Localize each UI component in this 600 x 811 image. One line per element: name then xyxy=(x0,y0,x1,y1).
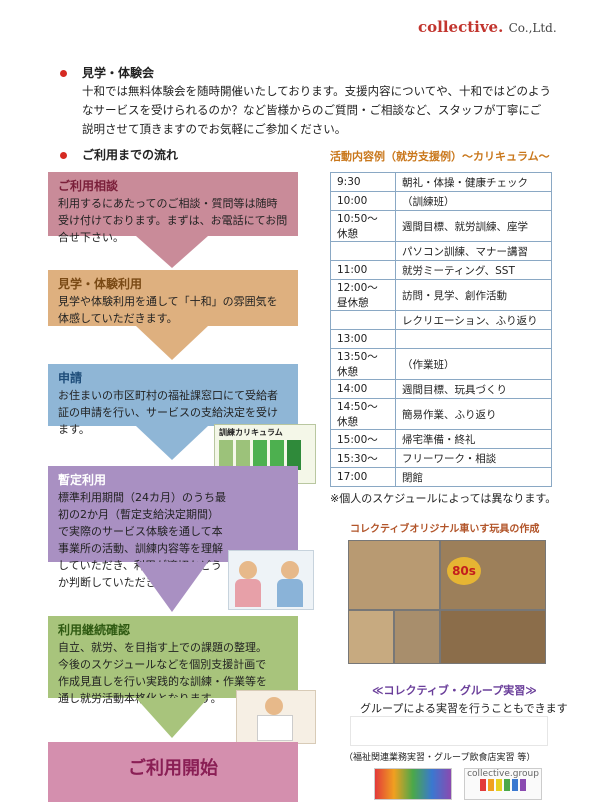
wheelchair-photo xyxy=(394,610,440,664)
wheelchair-photo xyxy=(348,610,394,664)
logo-main: collective. xyxy=(418,18,504,36)
down-arrow-icon xyxy=(136,326,208,360)
down-arrow-icon xyxy=(136,236,208,268)
step-title: 見学・体験利用 xyxy=(58,277,143,291)
80s-badge: 80s xyxy=(447,557,481,585)
schedule-time: 15:00～ xyxy=(330,429,396,449)
bullet-icon xyxy=(60,152,67,159)
schedule-time xyxy=(330,241,396,261)
schedule-time: 13:50～ 休憩 xyxy=(330,348,396,380)
group-logo-label: collective.group xyxy=(467,769,539,779)
down-arrow-icon xyxy=(136,562,208,612)
step-text: 利用するにあたってのご相談・質問等は随時受け付けております。まずは、お電話にてお… xyxy=(58,197,288,244)
step-title: 暫定利用 xyxy=(58,473,107,487)
blank-panel xyxy=(350,716,548,746)
step-text: お住まいの市区町村の福祉課窓口にて受給者証の申請を行い、サービスの支給決定を受け… xyxy=(58,389,278,436)
intro-text: 十和では無料体験会を随時開催いたしております。支援内容についてや、十和ではどのよ… xyxy=(82,84,551,136)
step-title: 申請 xyxy=(58,371,83,385)
schedule-activity: 訪問・見学、創作活動 xyxy=(395,279,552,311)
group-title: ≪コレクティブ・グループ実習≫ xyxy=(372,684,537,697)
schedule-activity: 朝礼・体操・健康チェック xyxy=(395,172,552,192)
schedule-activity: （訓練班） xyxy=(395,191,552,211)
schedule-time: 10:00 xyxy=(330,191,396,211)
staff-illustration xyxy=(228,550,314,610)
schedule-activity: フリーワーク・相談 xyxy=(395,448,552,468)
flow-step-consultation: ご利用相談 利用するにあたってのご相談・質問等は随時受け付けております。まずは、… xyxy=(48,172,298,244)
schedule-time: 12:00～ 昼休憩 xyxy=(330,279,396,311)
schedule-time: 15:30～ xyxy=(330,448,396,468)
products-title: コレクティブオリジナル車いす玩具の作成 xyxy=(350,524,540,535)
schedule-activity: レクリエーション、ふり返り xyxy=(395,310,552,330)
schedule-time: 17:00 xyxy=(330,467,396,487)
schedule-activity: 就労ミーティング、SST xyxy=(395,260,552,280)
flow-step-start: ご利用開始 xyxy=(48,742,298,802)
schedule-time xyxy=(330,310,396,330)
schedule-activity: 週間目標、玩具づくり xyxy=(395,379,552,399)
schedule-activity: （作業班） xyxy=(395,348,552,380)
logo-sub: Co.,Ltd. xyxy=(508,21,557,35)
group-note: （福祉関連業務実習・グループ飲食店実習 等） xyxy=(344,753,536,763)
wheelchair-photo: 80s xyxy=(440,540,546,610)
intro-title: 見学・体験会 xyxy=(82,66,155,80)
schedule-activity: 簡易作業、ふり返り xyxy=(395,398,552,430)
schedule-activity: 閉館 xyxy=(395,467,552,487)
bullet-icon xyxy=(60,70,67,77)
company-logo: collective. Co.,Ltd. xyxy=(418,18,557,36)
down-arrow-icon xyxy=(136,698,208,738)
schedule-time: 13:00 xyxy=(330,329,396,349)
group-logo-image xyxy=(374,768,452,800)
flow-step-application: 申請 お住まいの市区町村の福祉課窓口にて受給者証の申請を行い、サービスの支給決定… xyxy=(48,364,298,436)
schedule-title: 活動内容例（就労支援例）～カリキュラム～ xyxy=(330,150,550,163)
wheelchair-photo xyxy=(348,540,440,610)
group-text: グループによる実習を行うこともできます xyxy=(360,702,568,715)
inset-label: 訓練カリキュラム xyxy=(219,428,283,437)
step-title: 利用継続確認 xyxy=(58,623,131,637)
step-title: ご利用相談 xyxy=(58,179,119,193)
flow-title: ご利用までの流れ xyxy=(82,148,179,162)
schedule-activity: 帰宅準備・終礼 xyxy=(395,429,552,449)
step-text: 見学や体験利用を通して「十和」の雰囲気を体感していただきます。 xyxy=(58,295,278,325)
flow-step-trial: 見学・体験利用 見学や体験利用を通して「十和」の雰囲気を体感していただきます。 xyxy=(48,270,298,326)
cooking-illustration xyxy=(236,690,316,744)
schedule-time: 9:30 xyxy=(330,172,396,192)
schedule-activity: 週間目標、就労訓練、座学 xyxy=(395,210,552,242)
flow-step-continuation: 利用継続確認 自立、就労、を目指す上での課題の整理。今後のスケジュールなどを個別… xyxy=(48,616,298,705)
schedule-time: 14:00 xyxy=(330,379,396,399)
wheelchair-photo xyxy=(440,610,546,664)
schedule-activity: パソコン訓練、マナー講習 xyxy=(395,241,552,261)
collective-group-logo: collective.group xyxy=(464,768,542,800)
schedule-note: ※個人のスケジュールによっては異なります。 xyxy=(330,492,557,505)
step-title: ご利用開始 xyxy=(128,758,218,779)
schedule-time: 10:50～ 休憩 xyxy=(330,210,396,242)
schedule-activity xyxy=(395,329,552,349)
flow-step-provisional: 暫定利用 標準利用期間（24カ月）のうち最初の2か月（暫定支給決定期間）で実際の… xyxy=(48,466,298,589)
schedule-time: 14:50～ 休憩 xyxy=(330,398,396,430)
down-arrow-icon xyxy=(136,426,208,460)
schedule-time: 11:00 xyxy=(330,260,396,280)
